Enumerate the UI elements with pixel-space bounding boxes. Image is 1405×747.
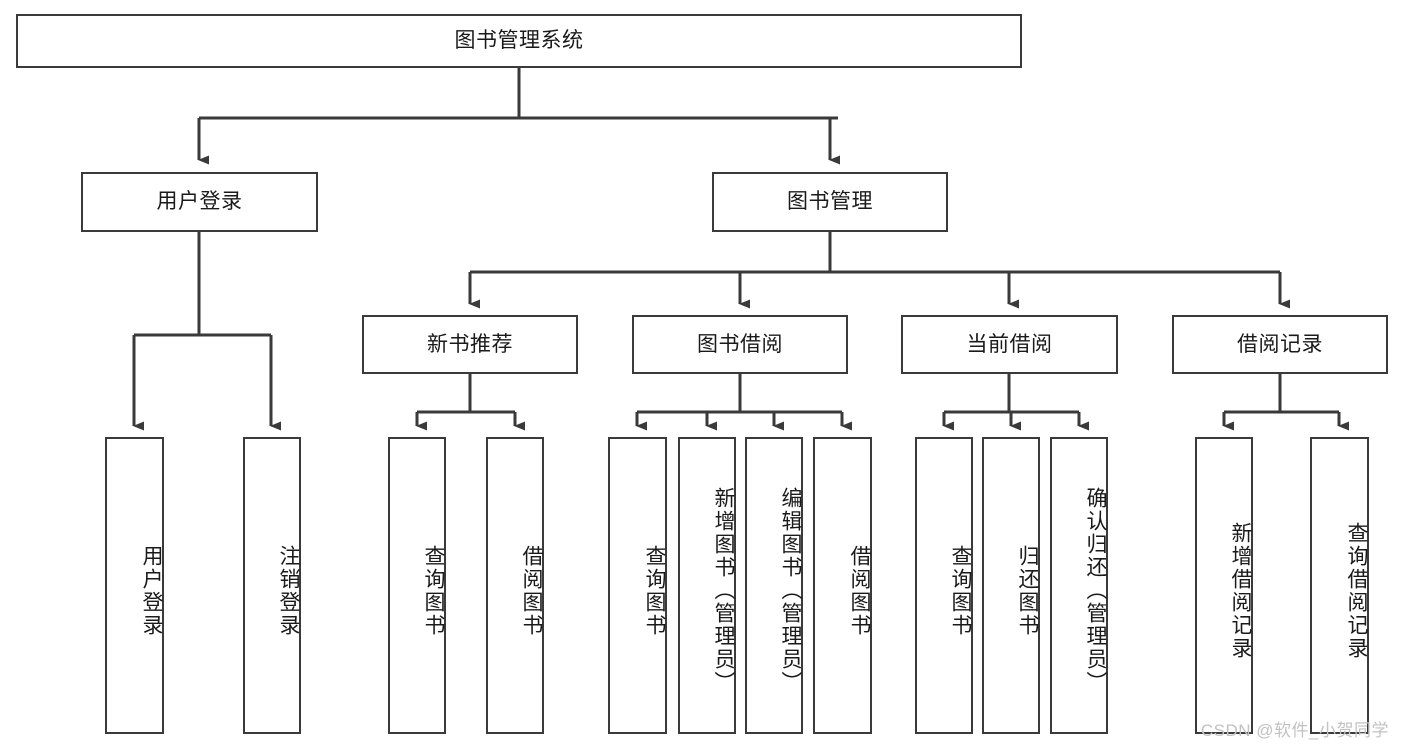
node-leaf-3[interactable]: 借阅图书 [486,437,544,734]
leaf-label: 确认归还（管理员） [1084,487,1107,694]
leaf-label: 新增借阅记录 [1229,521,1252,660]
leaf-label: 注销登录 [277,544,300,637]
node-leaf-11[interactable]: 新增借阅记录 [1195,437,1253,734]
node-leaf-5[interactable]: 新增图书（管理员） [678,437,736,734]
leaf-label: 新增图书（管理员） [712,487,735,694]
leaf-label: 查询图书 [949,544,972,637]
leaf-label: 查询图书 [643,544,666,637]
node-level3-0[interactable]: 新书推荐 [362,315,578,374]
node-leaf-10[interactable]: 确认归还（管理员） [1050,437,1108,734]
node-level3-1[interactable]: 图书借阅 [632,315,848,374]
node-root-system[interactable]: 图书管理系统 [16,14,1022,68]
leaf-label: 编辑图书（管理员） [779,487,802,694]
watermark-label: CSDN @软件_小贺同学 [1200,721,1389,740]
node-leaf-1[interactable]: 注销登录 [243,437,301,734]
leaf-label: 用户登录 [140,544,163,637]
node-leaf-7[interactable]: 借阅图书 [813,437,872,734]
leaf-label: 查询图书 [422,544,445,637]
leaf-label: 查询借阅记录 [1345,521,1368,660]
leaf-label: 归还图书 [1016,544,1039,637]
node-level2-0[interactable]: 用户登录 [81,172,318,232]
node-leaf-0[interactable]: 用户登录 [105,437,164,734]
node-leaf-8[interactable]: 查询图书 [915,437,973,734]
node-leaf-4[interactable]: 查询图书 [608,437,667,734]
node-leaf-9[interactable]: 归还图书 [982,437,1040,734]
node-leaf-12[interactable]: 查询借阅记录 [1310,437,1369,734]
node-leaf-6[interactable]: 编辑图书（管理员） [745,437,803,734]
node-level3-2[interactable]: 当前借阅 [901,315,1118,374]
node-leaf-2[interactable]: 查询图书 [388,437,446,734]
node-level2-1[interactable]: 图书管理 [712,172,948,232]
leaf-label: 借阅图书 [520,544,543,637]
node-level3-3[interactable]: 借阅记录 [1172,315,1388,374]
leaf-label: 借阅图书 [848,544,871,637]
